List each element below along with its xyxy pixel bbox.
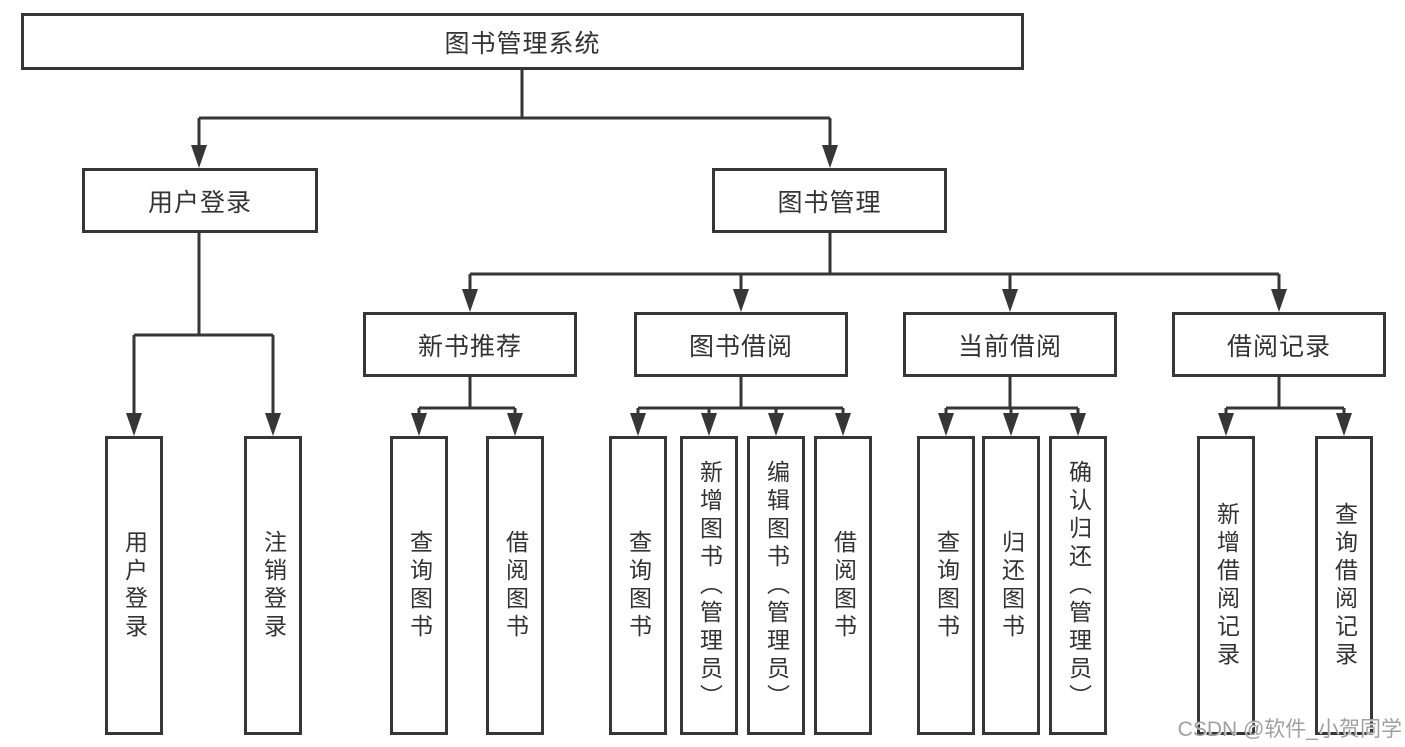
node-book-management: 图书管理 (712, 168, 947, 233)
csdn-watermark: CSDN @软件_小贺同学 (1177, 718, 1402, 741)
leaf-confirm-return-admin: 确认归还（管理员） (1049, 436, 1107, 735)
leaf-user-login: 用户登录 (105, 436, 163, 735)
leaf-return-book: 归还图书 (982, 436, 1040, 735)
node-library-management-system: 图书管理系统 (21, 13, 1024, 70)
leaf-logout: 注销登录 (244, 436, 302, 735)
node-book-borrow: 图书借阅 (634, 312, 848, 377)
node-current-borrow: 当前借阅 (903, 312, 1117, 377)
leaf-add-book-admin: 新增图书（管理员） (680, 436, 738, 735)
node-new-book-recommend: 新书推荐 (363, 312, 577, 377)
leaf-add-borrow-record: 新增借阅记录 (1197, 436, 1255, 735)
leaf-borrow-books: 借阅图书 (814, 436, 872, 735)
leaf-query-books-borrow: 查询图书 (609, 436, 667, 735)
leaf-query-books-recommend: 查询图书 (390, 436, 448, 735)
node-borrow-records: 借阅记录 (1172, 312, 1386, 377)
leaf-query-books-current: 查询图书 (917, 436, 975, 735)
leaf-borrow-books-recommend: 借阅图书 (486, 436, 544, 735)
leaf-query-borrow-record: 查询借阅记录 (1315, 436, 1373, 735)
node-user-login: 用户登录 (82, 168, 318, 233)
leaf-edit-book-admin: 编辑图书（管理员） (747, 436, 805, 735)
